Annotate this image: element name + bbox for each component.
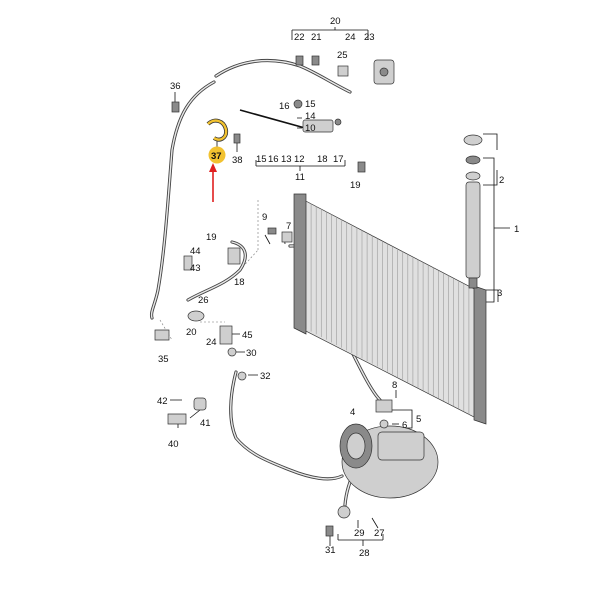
label-37: 37 xyxy=(211,151,222,162)
label-44: 44 xyxy=(190,246,201,257)
label-10: 10 xyxy=(305,123,316,134)
highlight-arrow xyxy=(209,163,217,202)
label-2: 2 xyxy=(499,175,504,186)
label-7: 7 xyxy=(286,221,291,232)
label-40: 40 xyxy=(168,439,179,450)
callout-labels: 20 22 21 24 23 25 36 16 15 14 10 37 38 1… xyxy=(157,16,519,559)
fittings xyxy=(154,55,395,537)
label-12: 12 xyxy=(294,154,305,165)
label-14: 14 xyxy=(305,111,316,122)
label-32: 32 xyxy=(260,371,271,382)
label-20: 20 xyxy=(330,16,341,27)
label-42: 42 xyxy=(157,396,168,407)
condenser-fins xyxy=(305,201,475,417)
label-4: 4 xyxy=(350,407,355,418)
label-28: 28 xyxy=(359,548,370,559)
label-29: 29 xyxy=(354,528,365,539)
label-18b: 18 xyxy=(234,277,245,288)
label-31: 31 xyxy=(325,545,336,556)
label-6: 6 xyxy=(402,420,407,431)
label-5: 5 xyxy=(416,414,421,425)
label-15b: 15 xyxy=(256,154,267,165)
label-19b: 19 xyxy=(206,232,217,243)
label-16: 16 xyxy=(279,101,290,112)
label-16b: 16 xyxy=(268,154,279,165)
label-19a: 19 xyxy=(350,180,361,191)
label-38: 38 xyxy=(232,155,243,166)
label-17: 17 xyxy=(333,154,344,165)
label-25: 25 xyxy=(337,50,348,61)
label-3: 3 xyxy=(497,288,502,299)
condenser xyxy=(293,193,487,425)
label-35: 35 xyxy=(158,354,169,365)
label-23: 23 xyxy=(364,32,375,43)
label-9: 9 xyxy=(262,212,267,223)
receiver-dryer xyxy=(463,134,483,289)
label-21: 21 xyxy=(311,32,322,43)
label-41: 41 xyxy=(200,418,211,429)
label-27: 27 xyxy=(374,528,385,539)
label-1: 1 xyxy=(514,224,519,235)
label-24b: 24 xyxy=(206,337,217,348)
label-8: 8 xyxy=(392,380,397,391)
label-43: 43 xyxy=(190,263,201,274)
label-30: 30 xyxy=(246,348,257,359)
label-24: 24 xyxy=(345,32,356,43)
label-37-badge: 37 xyxy=(208,146,226,164)
label-15: 15 xyxy=(305,99,316,110)
label-22: 22 xyxy=(294,32,305,43)
label-26: 26 xyxy=(198,295,209,306)
label-20b: 20 xyxy=(186,327,197,338)
label-45: 45 xyxy=(242,330,253,341)
compressor xyxy=(339,423,439,499)
label-13: 13 xyxy=(281,154,292,165)
label-36: 36 xyxy=(170,81,181,92)
label-11: 11 xyxy=(295,172,305,183)
label-18: 18 xyxy=(317,154,328,165)
